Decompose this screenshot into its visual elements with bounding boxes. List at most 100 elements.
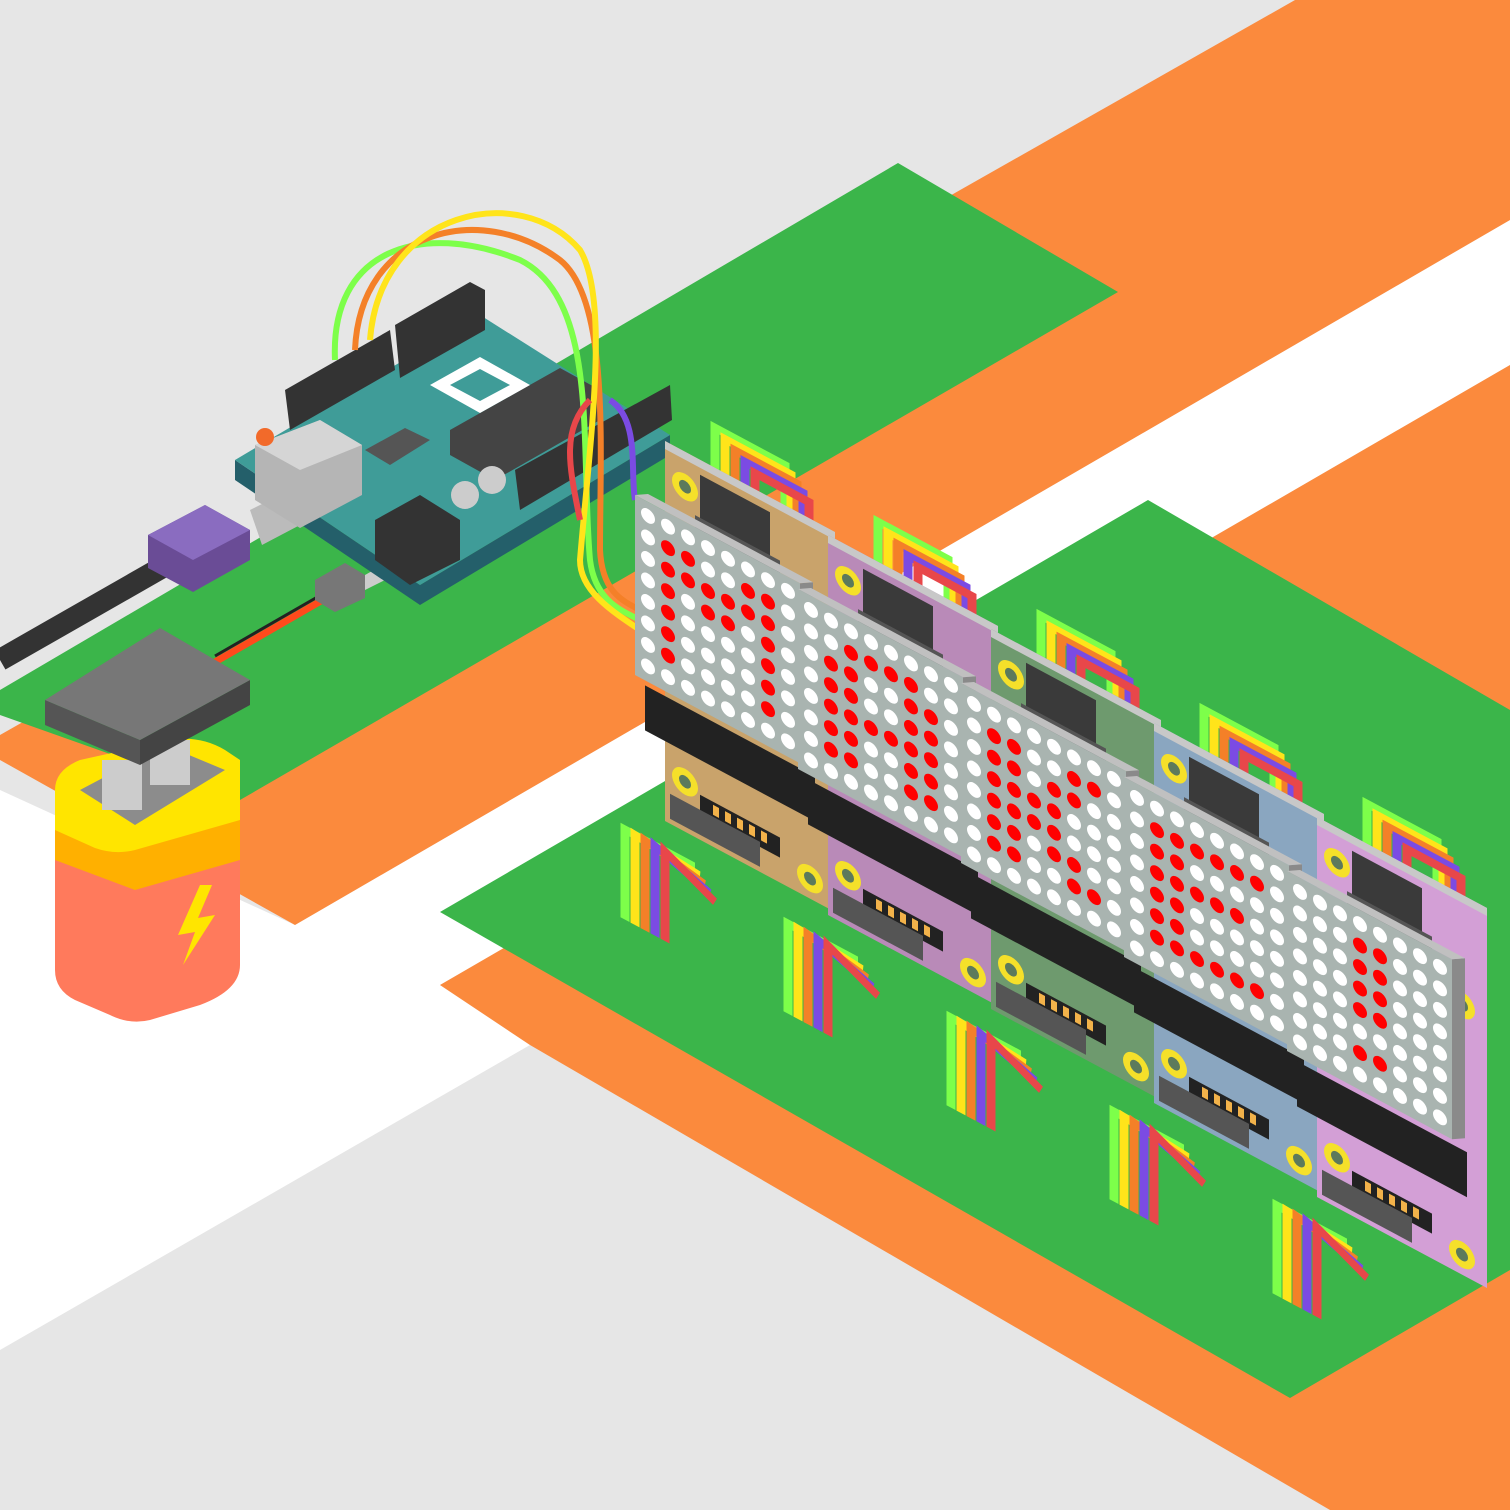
led-off (1230, 994, 1244, 1010)
led-off (1373, 926, 1387, 943)
mounting-hole-center (679, 774, 691, 789)
led-off (1210, 983, 1224, 1000)
led-off (924, 816, 938, 833)
led-off (1130, 833, 1144, 849)
matrix-face (1124, 777, 1289, 1046)
led-off (804, 645, 818, 661)
led-on (1087, 889, 1101, 906)
led-off (1373, 1077, 1387, 1094)
led-off (1413, 1077, 1427, 1094)
capacitor (451, 481, 479, 509)
led-off (1107, 770, 1121, 787)
led-off (1433, 1044, 1447, 1061)
led-off (924, 687, 938, 704)
matrix-base (1297, 1061, 1467, 1198)
led-off (1293, 970, 1307, 986)
led-off (781, 733, 795, 750)
led-on (1170, 854, 1184, 871)
led-on (824, 720, 838, 737)
led-on (904, 677, 918, 693)
led-off (824, 763, 838, 780)
led-off (1333, 905, 1347, 922)
led-off (641, 529, 655, 546)
led-off (1270, 907, 1284, 924)
header-pin (1087, 1018, 1093, 1032)
led-module (620, 420, 835, 944)
led-off (1270, 972, 1284, 989)
mounting-hole-center (1331, 1150, 1343, 1165)
led-on (1353, 959, 1367, 975)
header-pin (761, 830, 767, 844)
led-off (1433, 1087, 1447, 1104)
led-off (1230, 929, 1244, 946)
matrix-base (1134, 967, 1304, 1104)
led-off (681, 658, 695, 675)
led-off (1130, 811, 1144, 828)
module-board-edge (1154, 723, 1324, 822)
ribbon-cable-bottom (1149, 1123, 1206, 1226)
led-off (1333, 1034, 1347, 1051)
header-pin (1365, 1180, 1371, 1194)
led-module (1109, 702, 1324, 1226)
led-on (1007, 846, 1021, 863)
bottom-connector (1322, 1169, 1412, 1243)
jumper-wire (608, 397, 638, 501)
led-module (1272, 796, 1487, 1320)
led-on (1007, 803, 1021, 820)
led-on (1150, 822, 1164, 839)
led-off (641, 637, 655, 653)
led-on (721, 615, 735, 632)
led-off (1047, 867, 1061, 884)
led-off (1210, 875, 1224, 892)
led-off (1353, 1066, 1367, 1083)
led-module (946, 608, 1161, 1132)
led-off (761, 572, 775, 589)
led-on (1047, 803, 1061, 820)
header-pin (713, 804, 719, 818)
led-on (761, 636, 775, 653)
led-off (1270, 993, 1284, 1010)
led-off (721, 701, 735, 718)
led-on (904, 784, 918, 801)
led-off (1413, 1098, 1427, 1115)
led-on (761, 679, 775, 696)
header-pin (1063, 1005, 1069, 1019)
battery-clip-side (45, 700, 140, 765)
led-on (1150, 929, 1164, 946)
led-off (1333, 969, 1347, 986)
bottom-connector (670, 793, 760, 867)
mounting-hole-center (967, 965, 979, 980)
led-off (1413, 969, 1427, 986)
led-off (641, 615, 655, 632)
led-on (701, 583, 715, 599)
led-off (1393, 1088, 1407, 1104)
led-on (761, 701, 775, 718)
ribbon-cable-bottom (1312, 1217, 1369, 1320)
led-off (1293, 991, 1307, 1008)
led-on (987, 771, 1001, 788)
led-off (1107, 899, 1121, 916)
led-off (681, 679, 695, 696)
led-on (701, 604, 715, 621)
led-off (1413, 1012, 1427, 1029)
led-off (967, 782, 981, 798)
led-off (884, 795, 898, 812)
mounting-hole-center (679, 479, 691, 494)
header-pin (1250, 1112, 1256, 1126)
led-off (864, 763, 878, 779)
led-on (1087, 781, 1101, 798)
led-off (804, 731, 818, 747)
led-off (904, 655, 918, 672)
led-off (1313, 1045, 1327, 1062)
led-off (1210, 940, 1224, 957)
led-on (924, 795, 938, 812)
led-off (781, 582, 795, 599)
led-off (1190, 929, 1204, 946)
led-off (844, 623, 858, 640)
led-off (1210, 918, 1224, 935)
led-off (1067, 814, 1081, 830)
led-off (1393, 980, 1407, 997)
header-pin (1238, 1105, 1244, 1120)
led-off (781, 647, 795, 664)
led-off (1313, 1023, 1327, 1040)
